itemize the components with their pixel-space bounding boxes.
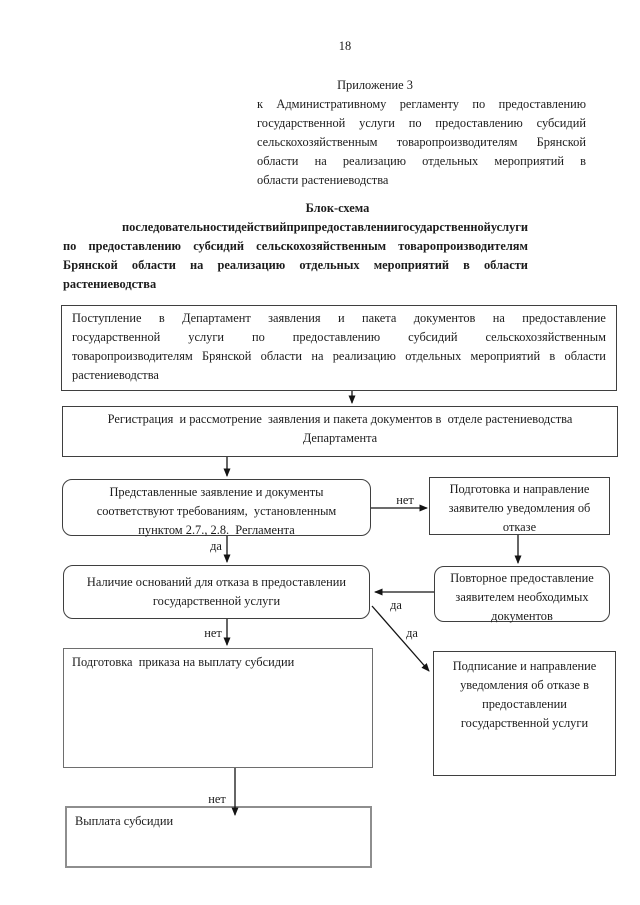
- title-line: растениеводства: [63, 277, 157, 291]
- flow-box-payment: Выплата субсидии: [65, 806, 372, 868]
- title-line: Блок-схема: [305, 201, 370, 215]
- flow-box-order-preparation: Подготовка приказа на выплату субсидии: [63, 648, 373, 768]
- appendix-line: Приложение 3: [337, 78, 413, 92]
- text-line: Наличие оснований для отказа в предостав…: [86, 575, 347, 589]
- text-line: Выплата субсидии: [75, 814, 174, 828]
- flow-box-refusal-grounds: Наличие оснований для отказа в предостав…: [63, 565, 370, 619]
- text-line: растениеводства: [72, 368, 159, 382]
- branch-label-no-1: нет: [396, 493, 414, 507]
- flow-box-resubmission: Повторное предоставление заявителем необ…: [434, 566, 610, 623]
- text-line: отказе: [502, 520, 537, 534]
- text-line: Подготовка приказа на выплату субсидии: [72, 655, 295, 669]
- branch-label-yes-1: да: [210, 539, 222, 553]
- text-line: уведомления об отказе в: [460, 678, 589, 692]
- branch-label-yes-3: да: [406, 626, 418, 640]
- flow-box-compliance-check: Представленные заявление и документы соо…: [62, 479, 371, 537]
- text-line: заявителем необходимых: [455, 590, 589, 604]
- text-line: государственной услуги: [152, 594, 281, 608]
- text-line: Представленные заявление и документы: [109, 485, 324, 499]
- text-line: заявителю уведомления об: [448, 501, 591, 515]
- text-line: Повторное предоставление: [450, 571, 594, 585]
- flow-box-refusal-notice: Подготовка и направление заявителю уведо…: [429, 477, 610, 535]
- text-line: Регистрация и рассмотрение заявления и п…: [107, 412, 573, 426]
- text-line: предоставлении: [482, 697, 567, 711]
- text-line: Подготовка и направление: [449, 482, 590, 496]
- flow-box-registration: Регистрация и рассмотрение заявления и п…: [62, 406, 618, 457]
- branch-label-no-3: нет: [208, 792, 226, 806]
- appendix-line: области растениеводства: [257, 173, 389, 187]
- text-line: соответствуют требованиям, установленным: [96, 504, 337, 518]
- page-number: 18: [338, 39, 352, 53]
- text-line: Подписание и направление: [452, 659, 597, 673]
- text-line: пунктом 2.7., 2.8. Регламента: [138, 523, 295, 537]
- branch-label-no-2: нет: [204, 626, 222, 640]
- flow-box-refusal-signing: Подписание и направление уведомления об …: [433, 651, 616, 776]
- branch-label-yes-2: да: [390, 598, 402, 612]
- text-line: государственной услуги: [460, 716, 589, 730]
- text-line: Департамента: [302, 431, 378, 445]
- text-line: документов: [491, 609, 553, 623]
